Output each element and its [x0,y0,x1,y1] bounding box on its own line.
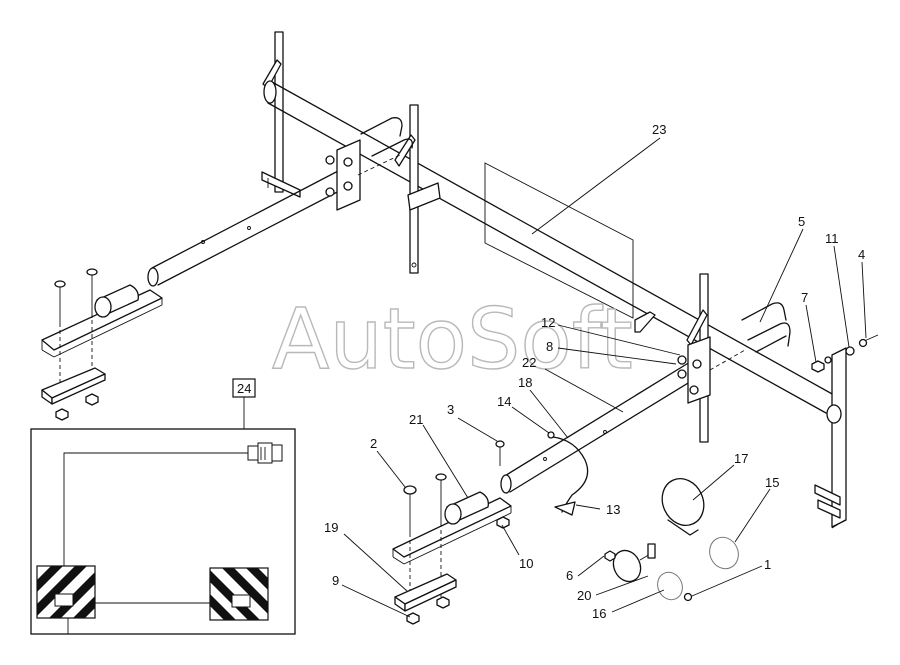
callout-7: 7 [801,290,808,305]
callout-3: 3 [447,402,454,417]
connector-plug-icon [247,442,283,464]
warning-plate-right [209,567,269,621]
reflectors [604,478,739,602]
callout-labels: 23 5 11 4 7 12 8 22 18 14 3 21 2 19 9 10… [324,122,865,621]
callout-18: 18 [518,375,532,390]
leader-lines [341,137,867,618]
callout-10: 10 [519,556,533,571]
callout-12: 12 [541,315,555,330]
callout-5: 5 [798,214,805,229]
center-upright-bracket [394,104,441,274]
watermark: AutoSoft [272,290,633,388]
callout-6: 6 [566,568,573,583]
small-bracket [634,311,656,333]
callout-13: 13 [606,502,620,517]
callout-2: 2 [370,436,377,451]
callout-4: 4 [858,247,865,262]
callout-23: 23 [652,122,666,137]
callout-16: 16 [592,606,606,621]
left-upright-bracket [261,31,301,198]
main-beam [263,80,835,414]
left-clamp-assembly [41,268,163,421]
callout-19: 19 [324,520,338,535]
right-arm-lower [500,336,746,494]
cable-14-18 [547,431,589,516]
right-clamp-assembly [392,440,512,625]
callout-8: 8 [546,339,553,354]
callout-14: 14 [497,394,511,409]
callout-21: 21 [409,412,423,427]
plate-23 [484,162,634,319]
inset-label: 24 [237,381,251,396]
callout-20: 20 [577,588,591,603]
callout-22: 22 [522,355,536,370]
callout-17: 17 [734,451,748,466]
inset-24: 24 [30,378,296,635]
left-arm-upper [147,139,401,287]
callout-15: 15 [765,475,779,490]
callout-11: 11 [825,231,839,246]
callout-9: 9 [332,573,339,588]
warning-plate-left [36,565,96,619]
u-bolts-5 [360,117,791,353]
callout-1: 1 [764,557,771,572]
hardware-set-right [811,334,879,373]
